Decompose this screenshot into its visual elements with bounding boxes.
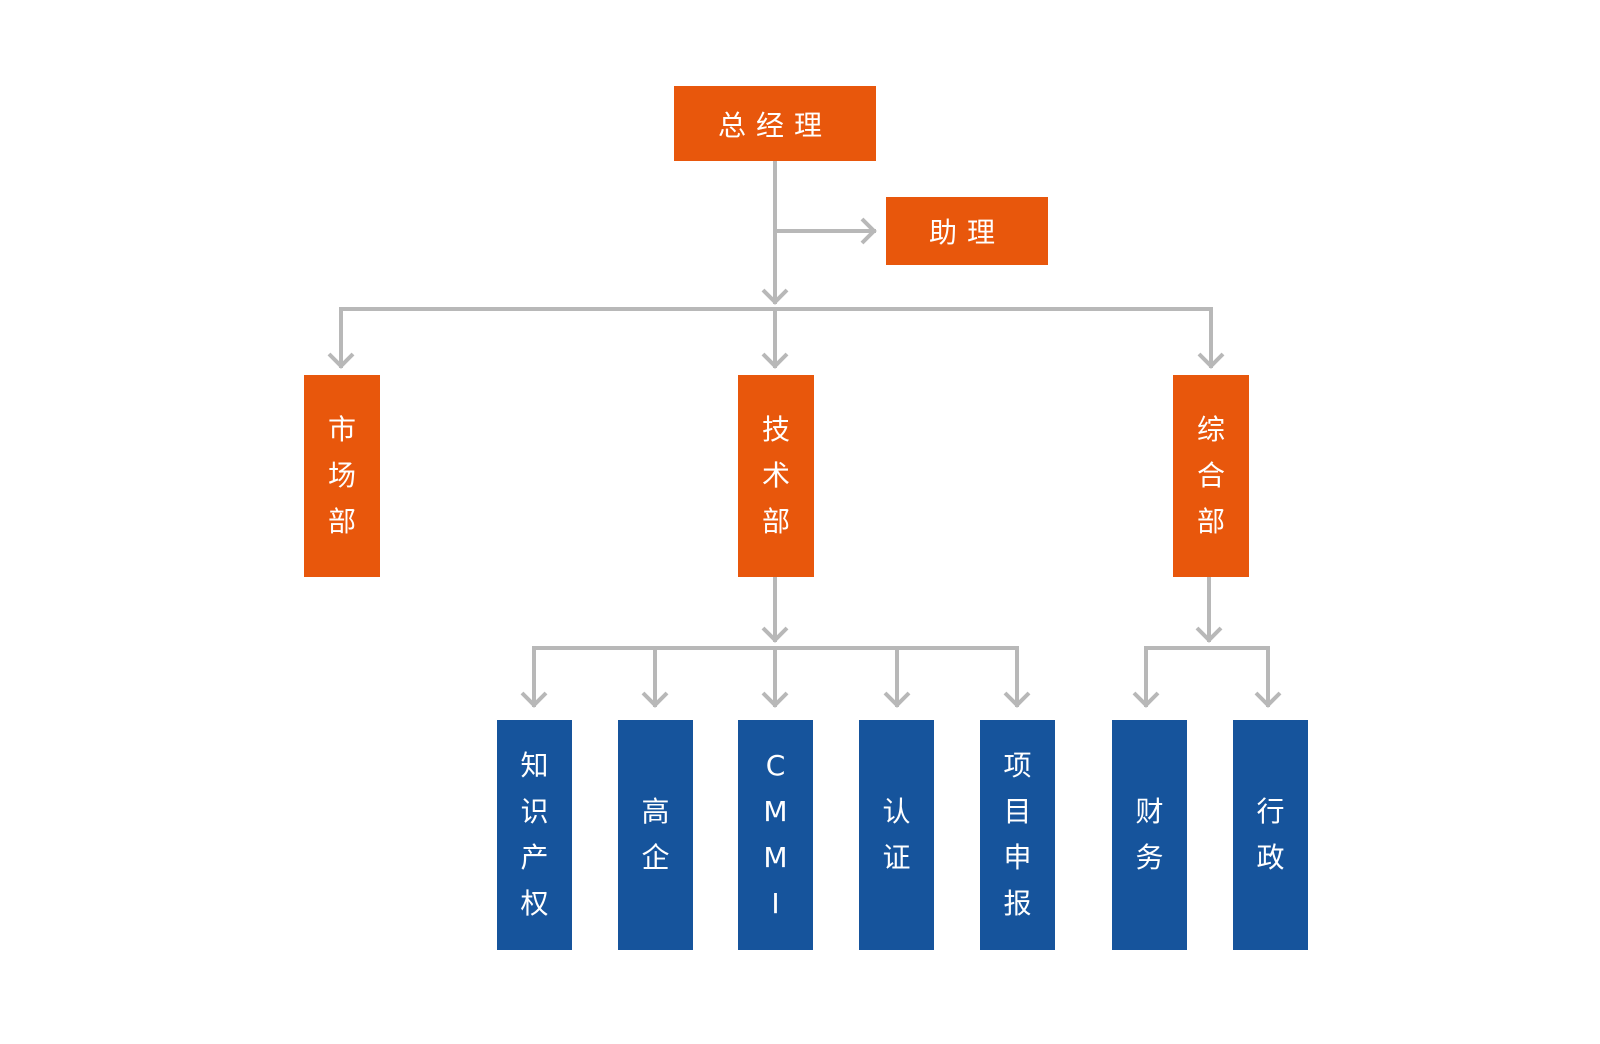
label-char: 部	[327, 505, 356, 538]
node-tech-dept-label: 技术部	[762, 407, 790, 545]
label-char: 部	[1196, 505, 1225, 538]
arrowhead-down	[761, 626, 789, 643]
label-char: 申	[1003, 841, 1032, 874]
arrowhead-down	[1003, 691, 1031, 708]
label-char: 政	[1256, 841, 1285, 874]
node-general-manager: 总经理	[674, 86, 876, 161]
label-char: 财	[1135, 795, 1164, 828]
arrowhead-down	[520, 691, 548, 708]
node-admin-dept-label: 综合部	[1197, 407, 1225, 545]
label-char: M	[763, 795, 788, 828]
node-market-dept-label: 市场部	[328, 407, 356, 545]
node-market-dept: 市场部	[304, 375, 380, 577]
label-char: 行	[1256, 795, 1285, 828]
arrowhead-down	[1197, 352, 1225, 369]
node-ip-label: 知识产权	[520, 743, 548, 927]
arrowhead-down	[1254, 691, 1282, 708]
arrowhead-down	[761, 288, 789, 305]
arrowhead-down	[327, 352, 355, 369]
label-char: 合	[1196, 459, 1225, 492]
arrowhead-down	[641, 691, 669, 708]
label-char: 知	[520, 749, 549, 782]
label-char: 部	[761, 505, 790, 538]
label-char: 技	[761, 413, 790, 446]
node-certification: 认证	[859, 720, 934, 950]
node-admin-dept: 综合部	[1173, 375, 1249, 577]
label-char: 场	[327, 459, 356, 492]
label-char: 识	[520, 795, 549, 828]
label-char: 权	[520, 887, 549, 920]
node-administration-label: 行政	[1256, 789, 1284, 881]
arrowhead-down	[883, 691, 911, 708]
label-char: 术	[761, 459, 790, 492]
label-char: M	[763, 841, 788, 874]
label-char: 市	[327, 413, 356, 446]
label-char: 综	[1196, 413, 1225, 446]
label-char: 高	[641, 795, 670, 828]
node-project-filing-label: 项目申报	[1003, 743, 1031, 927]
node-administration: 行政	[1233, 720, 1308, 950]
label-char: I	[771, 887, 780, 920]
label-char: 项	[1003, 749, 1032, 782]
node-assistant: 助理	[886, 197, 1048, 265]
node-high-tech: 高企	[618, 720, 693, 950]
arrowhead-down	[761, 691, 789, 708]
node-general-manager-label: 总经理	[717, 108, 832, 142]
arrowhead-down	[1195, 626, 1223, 643]
label-char: 认	[882, 795, 911, 828]
node-project-filing: 项目申报	[980, 720, 1055, 950]
arrowhead-down	[761, 352, 789, 369]
label-char: 证	[882, 841, 911, 874]
arrowhead-down	[1132, 691, 1160, 708]
label-char: 目	[1003, 795, 1032, 828]
label-char: C	[765, 749, 786, 782]
node-tech-dept: 技术部	[738, 375, 814, 577]
label-char: 务	[1135, 841, 1164, 874]
label-char: 企	[641, 841, 670, 874]
node-certification-label: 认证	[882, 789, 910, 881]
node-finance: 财务	[1112, 720, 1187, 950]
label-char: 报	[1003, 887, 1032, 920]
node-assistant-label: 助理	[928, 216, 1005, 249]
node-ip: 知识产权	[497, 720, 572, 950]
arrowhead-right	[860, 217, 877, 245]
label-char: 产	[520, 841, 549, 874]
node-finance-label: 财务	[1135, 789, 1163, 881]
node-high-tech-label: 高企	[641, 789, 669, 881]
